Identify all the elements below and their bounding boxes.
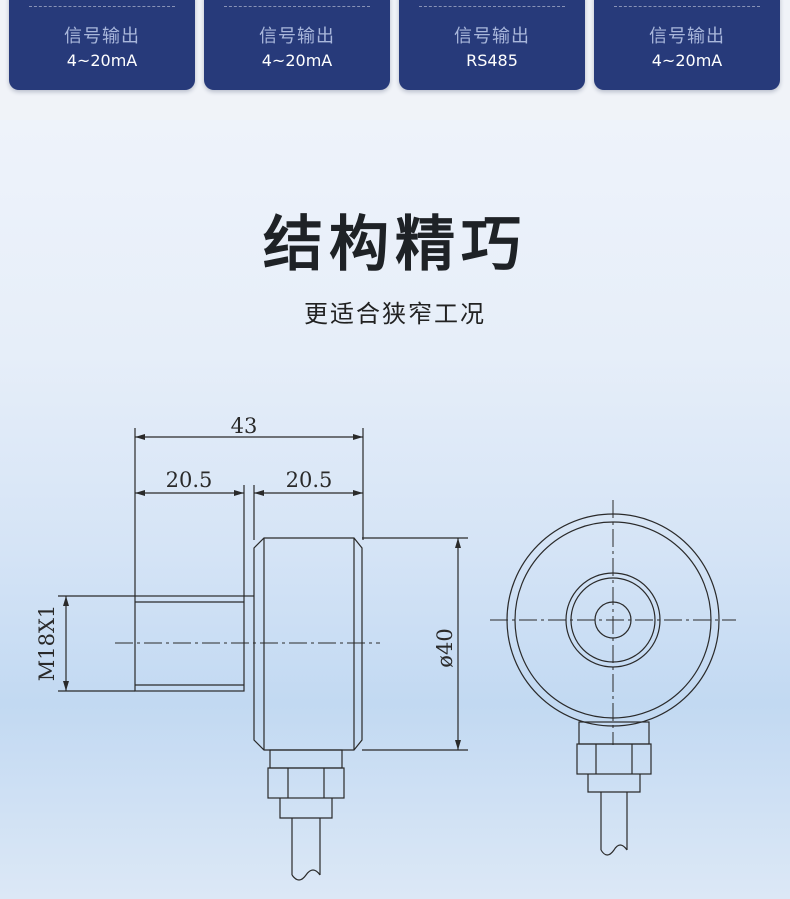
card-label: 信号输出 <box>454 26 530 47</box>
section-title: 结构精巧 <box>263 210 527 280</box>
card-value: RS485 <box>466 51 518 70</box>
card-divider <box>419 6 565 7</box>
gland-collar <box>578 721 650 745</box>
spec-card-2: 信号输出 4~20mA <box>204 0 390 90</box>
dim-label-thread: 20.5 <box>166 468 213 492</box>
card-divider <box>29 6 175 7</box>
card-label: 信号输出 <box>64 26 140 47</box>
sensor-body <box>253 537 363 751</box>
card-label: 信号输出 <box>259 26 335 47</box>
dimension-labels: 43 20.5 20.5 M18X1 ø40 <box>35 414 457 681</box>
spec-card-4: 信号输出 4~20mA <box>594 0 780 90</box>
spec-card-strip: 信号输出 4~20mA 信号输出 4~20mA 信号输出 RS485 信号输出 … <box>0 0 790 120</box>
dim-label-body-dia: ø40 <box>433 628 457 667</box>
front-view <box>490 500 736 856</box>
cable-break <box>291 869 321 881</box>
spec-card-1: 信号输出 4~20mA <box>9 0 195 90</box>
gland-collar <box>269 749 343 769</box>
dim-label-overall: 43 <box>231 414 258 438</box>
gland-tip <box>279 798 333 819</box>
structure-section <box>0 120 790 899</box>
spec-card-3: 信号输出 RS485 <box>399 0 585 90</box>
card-value: 4~20mA <box>651 51 723 70</box>
gland-tip <box>587 774 641 793</box>
side-view <box>58 428 468 881</box>
dim-label-body: 20.5 <box>286 468 333 492</box>
gland-nut <box>576 743 652 775</box>
cable-break <box>600 844 628 856</box>
card-divider <box>614 6 760 7</box>
card-value: 4~20mA <box>261 51 333 70</box>
card-label: 信号输出 <box>649 26 725 47</box>
section-subtitle: 更适合狭窄工况 <box>304 300 486 328</box>
dim-label-thread-spec: M18X1 <box>35 605 59 682</box>
gland-nut <box>267 767 345 799</box>
card-value: 4~20mA <box>66 51 138 70</box>
card-divider <box>224 6 370 7</box>
